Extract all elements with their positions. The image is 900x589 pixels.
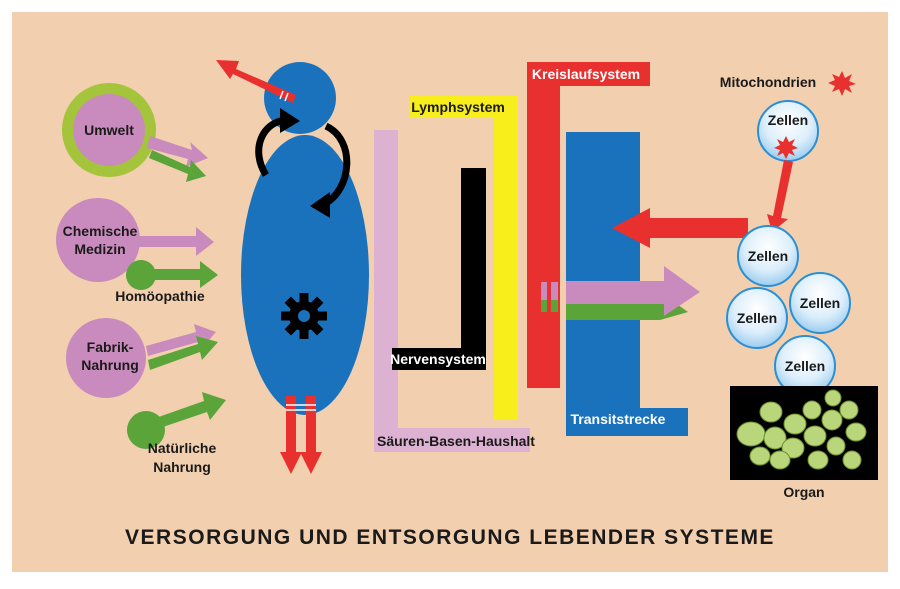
natuerliche-green-arrow: [150, 392, 226, 430]
chemische-pink-arrow: [136, 227, 214, 256]
cell-lower-right: [789, 272, 851, 334]
cell-lower-left: [726, 287, 788, 349]
cell-mitochondrion-star-icon: [774, 136, 798, 159]
cell-middle-label: Zellen: [748, 248, 788, 264]
through-arrow-green-stub-left: [541, 300, 547, 312]
organ-label: Organ: [783, 484, 824, 500]
diagram-title: VERSORGUNG UND ENTSORGUNG LEBENDER SYSTE…: [125, 526, 775, 549]
mitochondrien-label: Mitochondrien: [720, 74, 816, 90]
natuerliche-label-line2: Nahrung: [153, 459, 211, 475]
cell-lower-right-label: Zellen: [800, 295, 840, 311]
through-arrow-green-stub-right: [551, 300, 558, 312]
gear-icon: [281, 293, 327, 339]
through-arrow-stripe-left: [541, 282, 547, 308]
through-arrow-pink: [566, 266, 700, 316]
cycle-arrow-lower: [322, 122, 351, 208]
nervensystem-bar: [392, 168, 486, 370]
fabrik-nahrung-circle: [66, 318, 146, 398]
cell-bottom-label: Zellen: [785, 358, 825, 374]
through-arrow-stripe-right: [551, 282, 558, 308]
umwelt-green-arrow: [149, 150, 206, 182]
cell-transfer-arrow: [767, 160, 793, 232]
lymphsystem-label: Lymphsystem: [411, 99, 505, 115]
cell-middle: [737, 225, 799, 287]
exhaust-arrow-up-left: [216, 60, 296, 103]
kreislaufsystem-label: Kreislaufsystem: [532, 66, 640, 82]
exhaust-stripe-2: [284, 92, 289, 102]
homoeopathie-label: Homöopathie: [115, 288, 205, 304]
natuerliche-label-line1: Natürliche: [148, 440, 217, 456]
umwelt-circle: [73, 94, 145, 166]
cycle-arrowhead-upper: [280, 108, 300, 133]
excretion-arrow-right: [300, 396, 322, 474]
saeuren-basen-bar: [374, 130, 530, 452]
transitstrecke-label: Transitstrecke: [571, 411, 666, 427]
fabrik-pink-arrow: [146, 324, 216, 356]
lymphsystem-bar: [410, 96, 518, 420]
large-blue-body: [241, 135, 369, 415]
fabrik-green-arrow: [148, 336, 218, 370]
chemische-label-line2: Medizin: [74, 241, 125, 257]
chemische-label-line1: Chemische: [63, 223, 138, 239]
chemische-medizin-circle: [56, 198, 140, 282]
exhaust-stripe-1: [279, 90, 284, 100]
umwelt-pink-arrow: [147, 136, 208, 167]
cell-lower-left-label: Zellen: [737, 310, 777, 326]
cycle-arrowhead-lower: [310, 192, 330, 218]
umwelt-label: Umwelt: [84, 122, 134, 138]
cycle-arrow-upper: [255, 116, 287, 177]
homoeopathie-dot: [126, 260, 156, 290]
nervensystem-label: Nervensystem: [390, 351, 486, 367]
excretion-arrow-left: [280, 396, 302, 474]
organ-grapes-image: [730, 386, 878, 480]
cells-return-arrow: [612, 208, 748, 248]
fabrik-label-line2: Nahrung: [81, 357, 139, 373]
fabrik-label-line1: Fabrik-: [87, 339, 134, 355]
homoeopathie-green-arrow: [146, 261, 218, 288]
cell-top-label: Zellen: [768, 112, 808, 128]
through-arrow-green: [566, 292, 688, 320]
mitochondrien-star-icon: [828, 71, 856, 96]
saeuren-basen-label: Säuren-Basen-Haushalt: [377, 433, 535, 449]
